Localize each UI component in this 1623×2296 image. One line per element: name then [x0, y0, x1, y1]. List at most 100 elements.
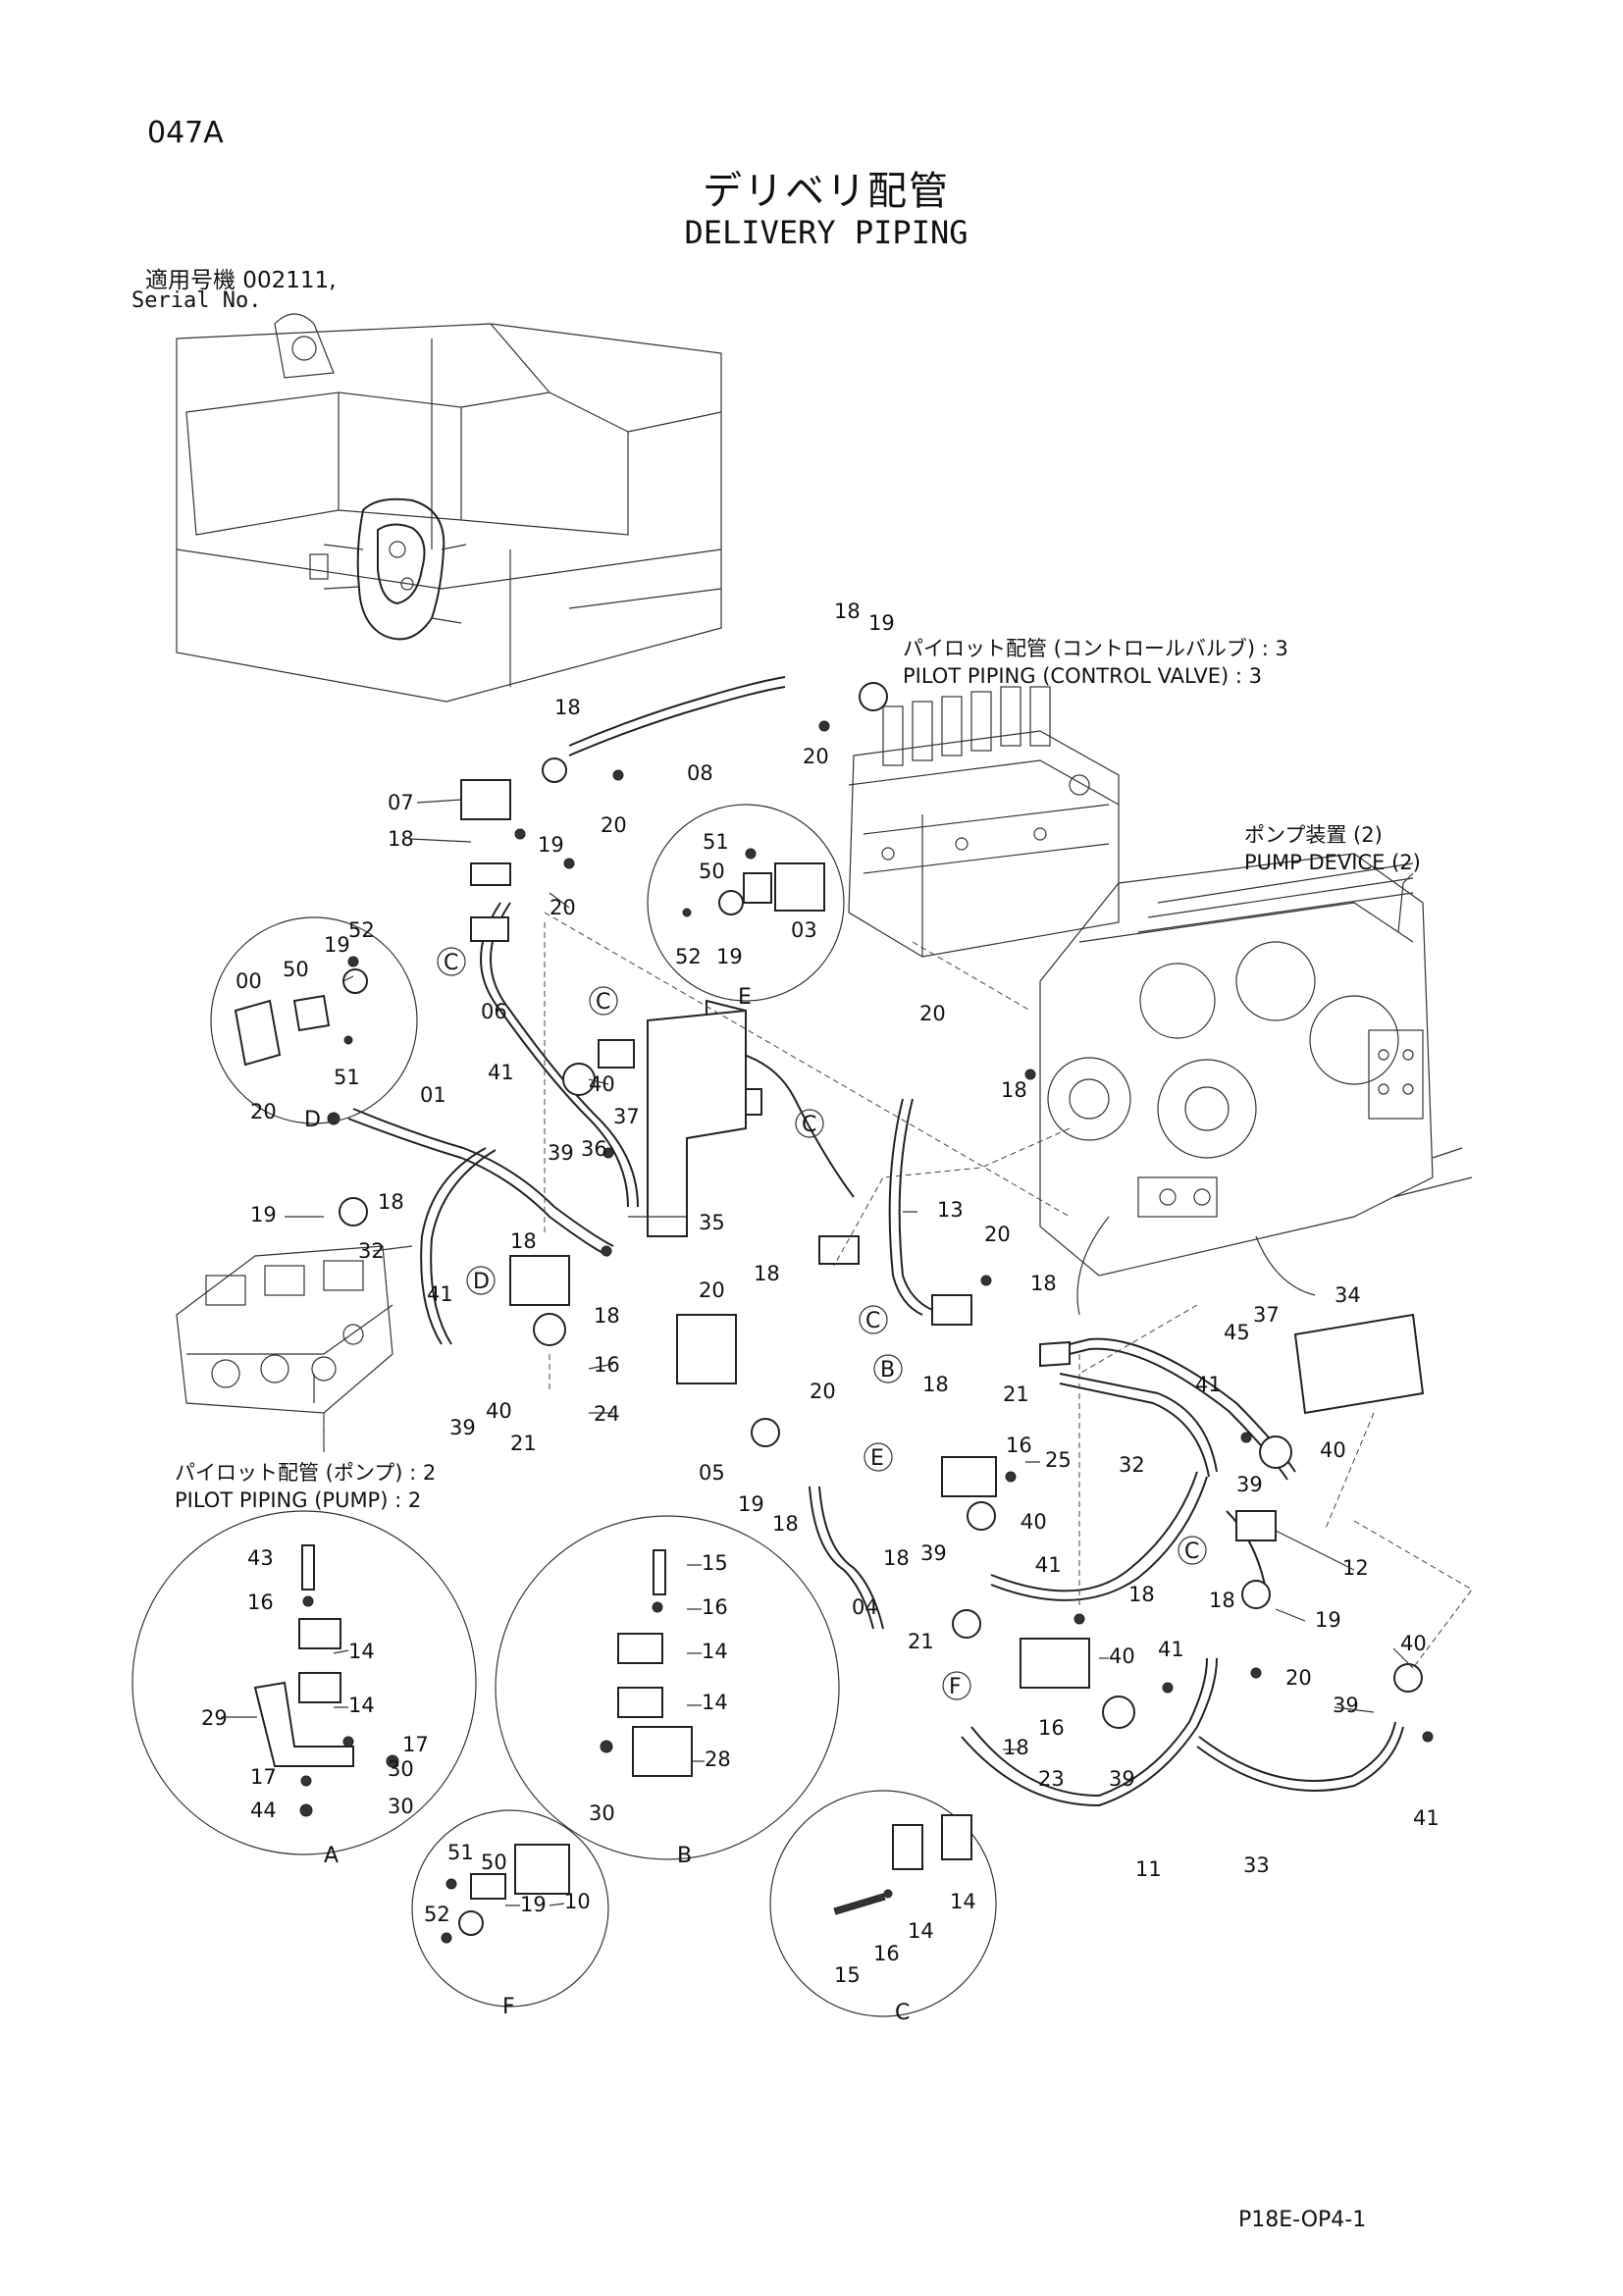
reference-lines — [323, 912, 1473, 1669]
detail-a-letter: A — [324, 1844, 339, 1868]
pump-device-label-jp: ポンプ装置 (2) — [1244, 823, 1383, 847]
flange-19-pump — [339, 1197, 368, 1226]
part-label: 13 — [937, 1198, 964, 1222]
part-label: 35 — [699, 1211, 725, 1234]
part-label: 30 — [589, 1801, 615, 1825]
part-label: 33 — [1243, 1853, 1270, 1877]
valve-e — [941, 1456, 997, 1497]
part-label: 05 — [699, 1461, 725, 1485]
part-label: 39 — [449, 1416, 476, 1439]
flange-40-left — [533, 1313, 566, 1346]
part-label: 30 — [388, 1795, 414, 1818]
flange-40-top — [562, 1063, 596, 1096]
part-label: 45 — [1224, 1321, 1250, 1344]
clamp-c-4 — [818, 1235, 860, 1265]
part-label: 41 — [1158, 1638, 1184, 1661]
part-label: 16 — [702, 1595, 728, 1619]
serial-label-en: Serial No. — [131, 288, 262, 313]
callout-c-1: C — [444, 951, 458, 975]
components — [327, 682, 1434, 1743]
part-label: 20 — [601, 813, 627, 837]
part-label: 39 — [1109, 1767, 1135, 1791]
callout-c-5: C — [1184, 1539, 1199, 1564]
part-label: 20 — [1285, 1666, 1312, 1690]
part-label: 21 — [908, 1630, 934, 1653]
part-label: 14 — [702, 1691, 728, 1714]
clamp-c-2 — [598, 1039, 635, 1069]
part-label: 08 — [687, 761, 713, 785]
part-label: 20 — [803, 745, 829, 768]
part-label: 19 — [250, 1203, 277, 1226]
detail-circle-D — [210, 916, 418, 1124]
detail-f-letter: F — [502, 1995, 515, 2019]
part-label: 41 — [488, 1061, 514, 1084]
part-label: 20 — [550, 896, 576, 919]
block-07 — [460, 779, 511, 820]
part-label: 32 — [358, 1239, 385, 1263]
part-label: 11 — [1135, 1857, 1162, 1881]
part-label: 20 — [810, 1380, 836, 1403]
part-label: 41 — [1035, 1553, 1062, 1577]
part-label: 39 — [548, 1141, 574, 1165]
part-label: 18 — [388, 827, 414, 851]
part-label: 50 — [283, 958, 309, 981]
pilot-pump-valve-drawing — [176, 1245, 393, 1452]
part-label: 18 — [1001, 1078, 1027, 1102]
part-label: 19 — [1315, 1608, 1341, 1632]
callout-c-2: C — [596, 990, 610, 1015]
detail-circle-B — [495, 1515, 840, 1860]
part-label: 40 — [1400, 1632, 1427, 1655]
pilot-pump-label-en: PILOT PIPING (PUMP) : 2 — [175, 1488, 421, 1512]
part-label: 39 — [1236, 1473, 1263, 1496]
part-label: 24 — [594, 1402, 620, 1426]
part-label: 18 — [554, 696, 581, 719]
flange-40-right — [1259, 1435, 1292, 1469]
hoses — [347, 676, 1404, 1807]
part-label: 18 — [754, 1262, 780, 1285]
flange-19-top — [859, 682, 888, 711]
part-label: 40 — [486, 1399, 512, 1423]
part-label: 18 — [378, 1190, 404, 1214]
detail-b-letter: B — [677, 1844, 692, 1868]
part-label: 19 — [538, 833, 564, 857]
clamp-12 — [1235, 1510, 1277, 1541]
part-label: 41 — [1413, 1806, 1440, 1830]
part-label: 16 — [1038, 1716, 1065, 1740]
part-label: 50 — [699, 860, 725, 883]
part-label: 28 — [705, 1748, 731, 1771]
detail-circle-F — [411, 1809, 609, 2008]
detail-circle-C — [769, 1790, 997, 2017]
part-label: 21 — [510, 1432, 537, 1455]
part-label: 04 — [852, 1595, 878, 1619]
callout-e: E — [870, 1446, 884, 1471]
part-label: 50 — [481, 1851, 507, 1874]
leader-lines — [221, 799, 1414, 1906]
part-label: 20 — [984, 1223, 1011, 1246]
part-label: 18 — [883, 1546, 910, 1570]
flange-40-f — [952, 1609, 981, 1639]
control-valve-drawing — [848, 686, 1120, 958]
bracket-05 — [676, 1314, 737, 1384]
part-label: 14 — [908, 1919, 934, 1943]
part-label: 34 — [1335, 1283, 1361, 1307]
detail-d-letter: D — [304, 1108, 321, 1132]
pilot-pump-label-jp: パイロット配管 (ポンプ) : 2 — [175, 1461, 436, 1485]
part-label: 16 — [1006, 1434, 1032, 1457]
part-label: 20 — [250, 1100, 277, 1123]
serial-label-jp: 適用号機 002111, — [145, 268, 337, 293]
part-label: 40 — [1021, 1510, 1047, 1534]
part-label: 40 — [589, 1072, 615, 1096]
valve-f — [1020, 1638, 1090, 1689]
flange-40-far-right — [1393, 1663, 1423, 1693]
pilot-cv-label-en: PILOT PIPING (CONTROL VALVE) : 3 — [903, 664, 1262, 688]
part-label: 23 — [1038, 1767, 1065, 1791]
flange-40-mid — [967, 1501, 996, 1531]
part-label: 14 — [348, 1694, 375, 1717]
part-label: 10 — [564, 1890, 591, 1913]
page-title-jp: デリベリ配管 — [703, 169, 950, 214]
part-label: 52 — [348, 918, 375, 942]
part-label: 51 — [447, 1841, 474, 1864]
part-label: 30 — [388, 1757, 414, 1781]
part-label: 20 — [919, 1002, 946, 1025]
